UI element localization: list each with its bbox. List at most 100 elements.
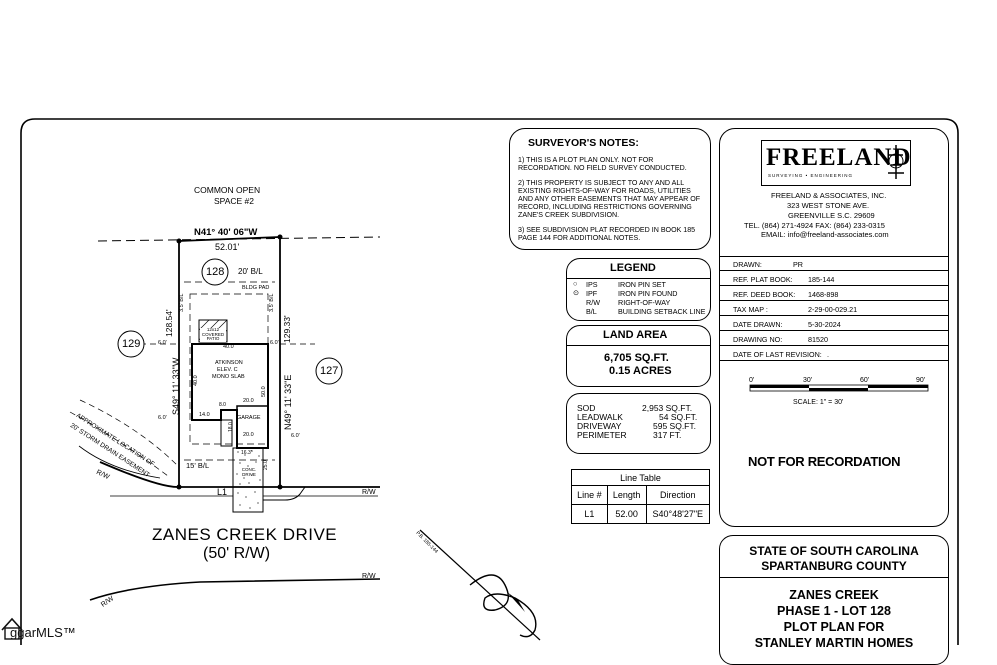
lot-129-label: 129 (122, 338, 141, 350)
area-value-1: 2,953 SQ.FT. (642, 403, 693, 413)
side-setback-left: 3.5' B/L (179, 293, 185, 312)
plot-plan-sheet: COMMON OPEN SPACE #2 N41° 40' 06"W 52.01… (1, 118, 959, 665)
line-table-header-direction: Direction (645, 485, 711, 505)
east-distance: 129.33' (282, 315, 292, 343)
legend-desc-1: IRON PIN SET (618, 280, 666, 289)
area-breakdown-box: SOD 2,953 SQ.FT. LEADWALK 54 SQ.FT. DRIV… (566, 393, 711, 454)
client-name: STANLEY MARTIN HOMES (754, 636, 914, 650)
legend-desc-2: IRON PIN FOUND (618, 289, 678, 298)
drawing-no-value: 81520 (808, 335, 828, 344)
iron-pin-nw (176, 238, 182, 244)
company-phone: TEL. (864) 271-4924 FAX: (864) 233-0315 (744, 221, 885, 230)
land-area-title: LAND AREA (603, 329, 668, 341)
scale-bar (749, 384, 929, 392)
drawn-label: DRAWN: (733, 260, 762, 269)
company-logo-text: FREELAND (766, 144, 912, 171)
line-table-cell-line: L1 (571, 504, 608, 524)
ref-plat-label: REF. PLAT BOOK: (733, 275, 793, 284)
legend-title: LEGEND (610, 262, 656, 274)
garage-step: 14.0 (199, 412, 210, 418)
house-width: 40.0 (223, 344, 234, 350)
iron-pin-se (277, 484, 283, 490)
driveway-apron (232, 486, 306, 513)
scale-label: SCALE: 1" = 30' (793, 399, 844, 406)
ref-deed-value: 1468-898 (808, 290, 839, 299)
covered-patio-label: 12x12 COVERED PATIO (200, 327, 226, 342)
garage-width: 20.0 (243, 398, 254, 404)
table-row: L1 52.00 S40°48'27"E (571, 504, 711, 524)
apron-stipple (237, 491, 259, 509)
bldg-pad-label: BLDG PAD (242, 285, 270, 291)
easement-line-2 (79, 399, 179, 467)
subdivision-name: ZANES CREEK (789, 588, 879, 602)
company-email: EMAIL: info@freeland-associates.com (761, 230, 889, 239)
land-area-box: LAND AREA 6,705 SQ.FT. 0.15 ACRES (566, 325, 711, 387)
garage-side: 18.0 (228, 422, 234, 432)
drawn-value: PR (793, 260, 803, 269)
lot-title: PHASE 1 - LOT 128 (777, 604, 891, 618)
drive-dim: 16.3' (241, 450, 252, 456)
sheet-border (20, 118, 959, 645)
company-city: GREENVILLE S.C. 29609 (788, 211, 875, 220)
driveway-shape (232, 447, 264, 488)
ref-plat-value: 185-144 (808, 275, 835, 284)
house-depth-right: 50.0 (261, 386, 267, 397)
garage-shape (236, 405, 269, 449)
company-name: FREELAND & ASSOCIATES, INC. (771, 191, 887, 200)
revision-label: DATE OF LAST REVISION: (733, 350, 822, 359)
garage-label: GARAGE (237, 415, 261, 421)
common-space-label-1: COMMON OPEN (194, 185, 261, 195)
west-distance: 128.54' (164, 309, 174, 337)
company-logo-tagline: SURVEYING • ENGINEERING (768, 173, 854, 178)
area-label-3: DRIVEWAY (577, 421, 622, 431)
street-name: ZANES CREEK DRIVE (152, 525, 338, 544)
legend-symbol-1: IPS (586, 280, 598, 289)
revision-row: DATE OF LAST REVISION: . (720, 346, 948, 361)
lot-129-circle (117, 330, 145, 358)
ref-deed-label: REF. DEED BOOK: (733, 290, 796, 299)
curb-line-upper (78, 445, 161, 479)
east-bearing: N49° 11' 33"E (283, 374, 293, 430)
mls-watermark: ggarMLS™ (10, 625, 76, 640)
company-logo: FREELAND SURVEYING • ENGINEERING (761, 140, 911, 186)
rw-label-bottom-right: R/W (362, 573, 376, 580)
west-bearing: S49° 11' 33"W (171, 357, 181, 415)
lot-127-label: 127 (320, 365, 339, 377)
line-table-title: Line Table (571, 469, 710, 486)
land-area-sqft: 6,705 SQ.FT. (604, 352, 669, 364)
north-arrow-head (507, 592, 525, 612)
surveyor-notes-title: SURVEYOR'S NOTES: (528, 137, 639, 149)
lot-128-circle (201, 258, 229, 286)
drive-depth: 25.0' (263, 459, 269, 470)
scale-tick-30: 30' (803, 377, 813, 384)
state-name: STATE OF SOUTH CAROLINA (749, 544, 919, 558)
scale-tick-90: 90' (916, 377, 926, 384)
leader-line (419, 529, 541, 641)
covered-patio-shape (198, 319, 228, 343)
line-table-header-length: Length (606, 485, 647, 505)
garage-inset: 8.0 (219, 402, 226, 408)
north-bearing: N41° 40' 06"W (194, 227, 258, 238)
rear-setback-label: 20' B/L (238, 267, 263, 276)
house-depth: 40.0 (193, 375, 199, 386)
area-value-3: 595 SQ.FT. (653, 421, 696, 431)
line-table-cell-direction: S40°48'27"E (645, 504, 711, 524)
tax-map-row: TAX MAP : 2-29-00-029.21 (720, 301, 948, 316)
project-title-block: STATE OF SOUTH CAROLINA SPARTANBURG COUN… (719, 535, 949, 665)
offset-right-1: 6.0' (270, 340, 279, 346)
legend-symbol-2: IPF (586, 289, 598, 298)
common-space-label-2: SPACE #2 (214, 196, 255, 206)
house-elevation: ELEV. C (217, 367, 238, 373)
date-drawn-row: DATE DRAWN: 5-30-2024 (720, 316, 948, 331)
area-value-4: 317 FT. (653, 430, 682, 440)
title-block: FREELAND SURVEYING • ENGINEERING FREELAN… (719, 128, 949, 527)
easement-line-1 (69, 411, 169, 477)
surveyor-note-3: 3) SEE SUBDIVISION PLAT RECORDED IN BOOK… (518, 226, 696, 242)
far-row-line (89, 578, 381, 601)
legend-symbol-4: B/L (586, 307, 597, 316)
lot-128-label: 128 (206, 266, 225, 278)
plan-title: PLOT PLAN FOR (783, 620, 885, 634)
logo-emblem-icon (886, 143, 906, 181)
ref-deed-row: REF. DEED BOOK: 1468-898 (720, 286, 948, 301)
drive-label: CONC. DRIVE (241, 467, 257, 477)
